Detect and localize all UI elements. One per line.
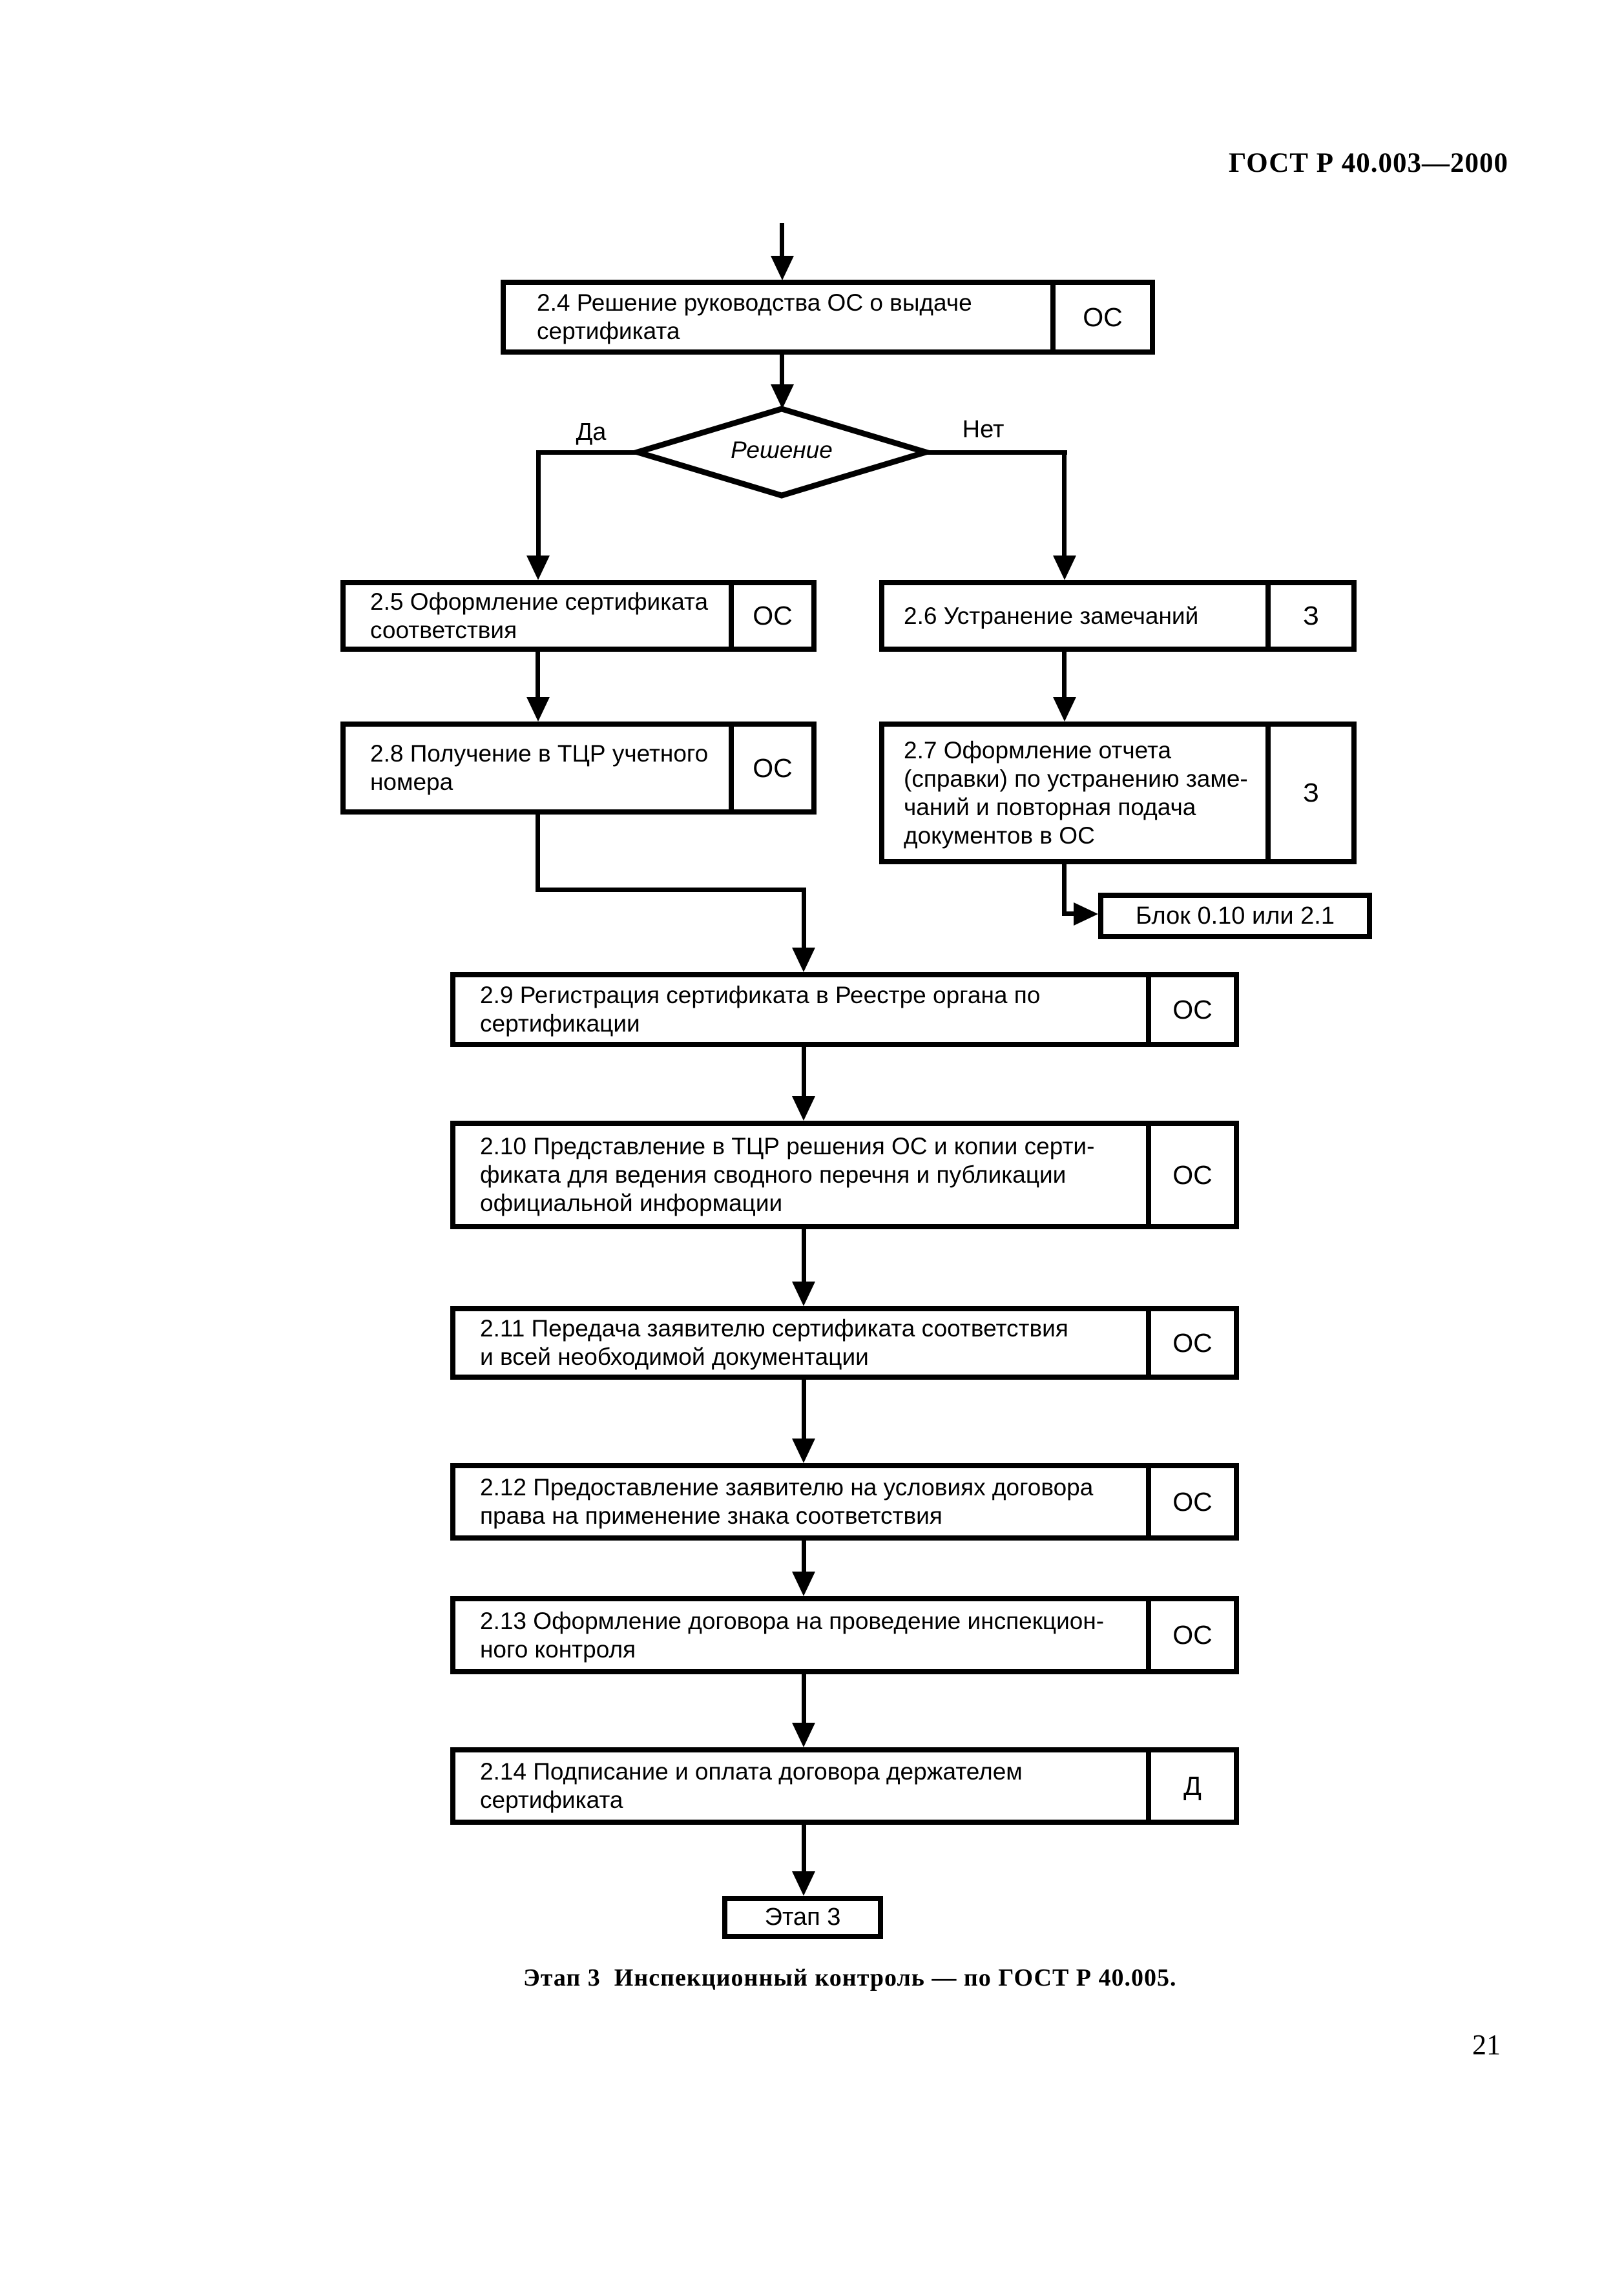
process-box-2-6-executor: З (1265, 585, 1351, 647)
process-box-2-4-executor: ОС (1050, 285, 1150, 349)
page-number: 21 (1472, 2029, 1501, 2061)
arrowhead-down-icon (792, 948, 815, 972)
process-box-2-13: 2.13 Оформление договора на проведение и… (450, 1596, 1239, 1674)
connector-line (1062, 911, 1076, 916)
process-box-2-8-executor: ОС (729, 727, 811, 809)
arrowhead-down-icon (1053, 697, 1076, 722)
stage-3-text: Этап 3 (764, 1904, 841, 1931)
process-box-2-7-executor: З (1265, 727, 1351, 859)
connector-line (780, 223, 784, 262)
connector-line (802, 1047, 806, 1099)
arrowhead-down-icon (792, 1096, 815, 1121)
process-box-2-13-text: 2.13 Оформление договора на проведение и… (480, 1607, 1105, 1663)
branch-label-yes: Да (576, 419, 607, 446)
connector-line (536, 652, 540, 700)
process-box-2-14-executor: Д (1146, 1752, 1234, 1820)
arrowhead-down-icon (771, 256, 794, 280)
process-box-2-7-text: 2.7 Оформление отчета (справки) по устра… (904, 736, 1248, 849)
arrowhead-down-icon (792, 1723, 815, 1747)
arrowhead-down-icon (792, 1572, 815, 1596)
process-box-2-8-text: 2.8 Получение в ТЦР учетного номера (370, 740, 709, 795)
process-box-2-9-executor: ОС (1146, 977, 1234, 1042)
process-box-2-9-text: 2.9 Регистрация сертификата в Реестре ор… (480, 982, 1041, 1037)
arrowhead-down-icon (771, 384, 794, 409)
process-box-2-10: 2.10 Представление в ТЦР решения ОС и ко… (450, 1121, 1239, 1229)
process-box-2-14-text: 2.14 Подписание и оплата договора держат… (480, 1758, 1023, 1813)
connector-line (780, 355, 784, 387)
arrowhead-right-icon (1074, 902, 1098, 926)
block-ref-box: Блок 0.10 или 2.1 (1098, 893, 1372, 939)
decision-label: Решение (731, 437, 833, 463)
arrowhead-down-icon (526, 697, 550, 722)
standard-code: ГОСТ Р 40.003—2000 (1228, 148, 1508, 178)
process-box-2-6-text: 2.6 Устранение замечаний (904, 602, 1199, 629)
process-box-2-12-text: 2.12 Предоставление заявителю на условия… (480, 1474, 1094, 1529)
connector-line (536, 815, 540, 892)
connector-line (1062, 652, 1067, 700)
process-box-2-4: 2.4 Решение руководства ОС о выдаче серт… (501, 280, 1155, 355)
process-box-2-5-executor: ОС (729, 585, 811, 647)
process-box-2-4-text: 2.4 Решение руководства ОС о выдаче серт… (537, 289, 972, 344)
process-box-2-7: 2.7 Оформление отчета (справки) по устра… (879, 722, 1357, 864)
process-box-2-11-text: 2.11 Передача заявителю сертификата соот… (480, 1315, 1068, 1370)
connector-line (1062, 450, 1067, 560)
connector-line (802, 1541, 806, 1574)
process-box-2-11-executor: ОС (1146, 1311, 1234, 1375)
connector-line (802, 888, 806, 950)
branch-label-no: Нет (962, 416, 1005, 443)
process-box-2-13-executor: ОС (1146, 1601, 1234, 1669)
process-box-2-9: 2.9 Регистрация сертификата в Реестре ор… (450, 972, 1239, 1047)
connector-line (802, 1380, 806, 1441)
figure-caption: Этап 3 Инспекционный контроль — по ГОСТ … (523, 1964, 1177, 1991)
stage-3-box: Этап 3 (722, 1896, 883, 1939)
process-box-2-11: 2.11 Передача заявителю сертификата соот… (450, 1306, 1239, 1380)
arrowhead-down-icon (792, 1282, 815, 1306)
process-box-2-12: 2.12 Предоставление заявителю на условия… (450, 1463, 1239, 1541)
connector-line (536, 888, 806, 892)
process-box-2-5: 2.5 Оформление сертификата соответствия … (340, 580, 817, 652)
arrowhead-down-icon (792, 1439, 815, 1463)
process-box-2-14: 2.14 Подписание и оплата договора держат… (450, 1747, 1239, 1825)
connector-line (802, 1825, 806, 1874)
arrowhead-down-icon (526, 556, 550, 580)
connector-line (536, 450, 541, 560)
arrowhead-down-icon (1053, 556, 1076, 580)
process-box-2-10-executor: ОС (1146, 1126, 1234, 1224)
arrowhead-down-icon (792, 1871, 815, 1896)
diamond-shape (631, 406, 932, 499)
decision-diamond: Решение (631, 398, 932, 506)
connector-line (536, 450, 641, 455)
block-ref-text: Блок 0.10 или 2.1 (1136, 902, 1335, 930)
process-box-2-6: 2.6 Устранение замечаний З (879, 580, 1357, 652)
process-box-2-10-text: 2.10 Представление в ТЦР решения ОС и ко… (480, 1133, 1095, 1216)
connector-line (922, 450, 1067, 455)
process-box-2-8: 2.8 Получение в ТЦР учетного номера ОС (340, 722, 817, 815)
connector-line (802, 1674, 806, 1725)
process-box-2-12-executor: ОС (1146, 1468, 1234, 1535)
connector-line (1062, 864, 1067, 916)
connector-line (802, 1229, 806, 1284)
process-box-2-5-text: 2.5 Оформление сертификата соответствия (370, 588, 709, 643)
